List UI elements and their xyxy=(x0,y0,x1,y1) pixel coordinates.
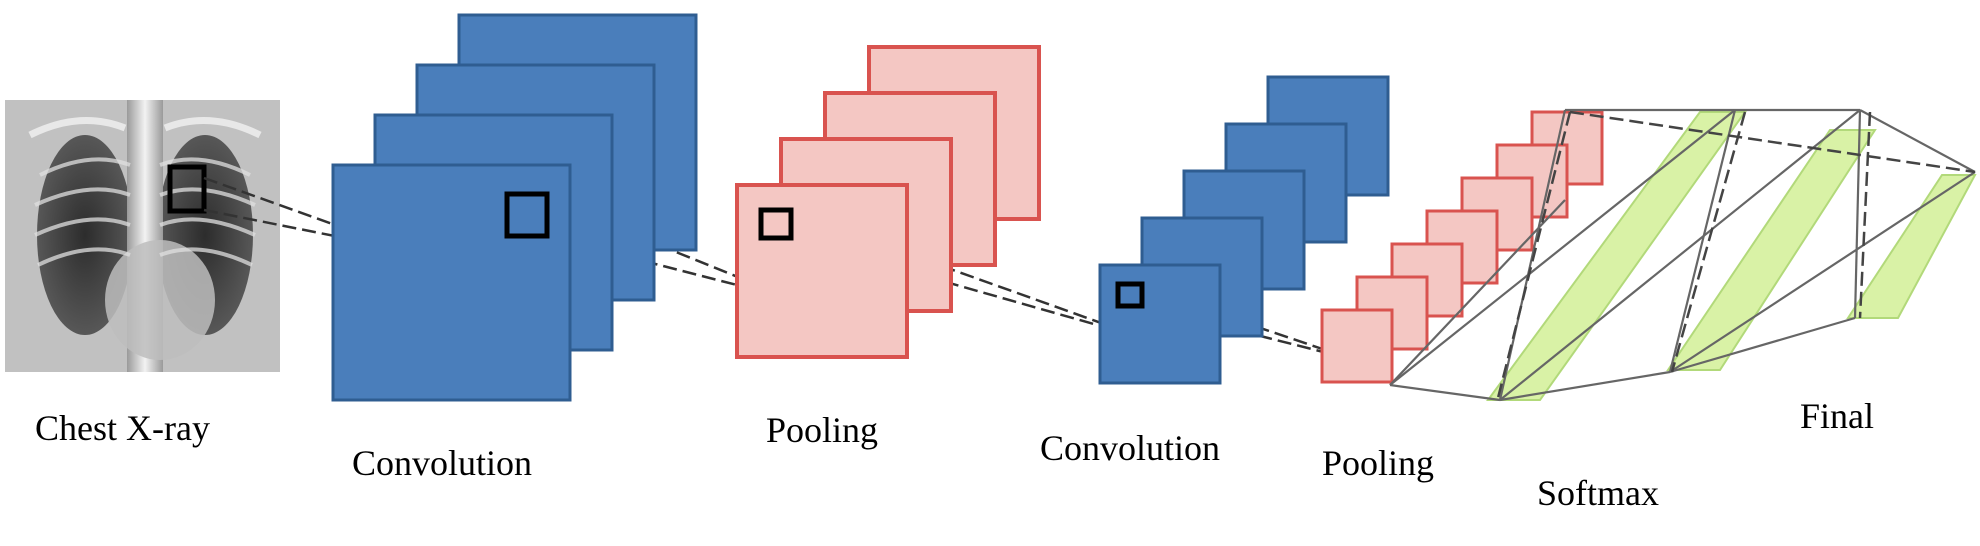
dense-line-11 xyxy=(1389,199,1566,386)
pooling-1-stack xyxy=(735,45,1041,359)
connector-line-1 xyxy=(203,176,406,252)
pooling-2-stack xyxy=(1320,110,1604,384)
convolution-2-map-1 xyxy=(1098,263,1222,385)
dense-dashed-line-3 xyxy=(1858,111,1872,319)
convolution-1-stack xyxy=(331,13,698,402)
receptive-field-box-conv2 xyxy=(1115,281,1145,309)
dense-line-5 xyxy=(1668,109,1737,373)
dense-line-6 xyxy=(1853,109,1862,319)
pooling-1-map-1 xyxy=(735,183,909,359)
softmax-dense-layers xyxy=(1389,108,1977,402)
dense-connections xyxy=(1389,108,1976,402)
label-chest-xray: Chest X-ray xyxy=(35,408,210,448)
receptive-field-box-conv1 xyxy=(504,191,550,239)
dense-dashed-connections xyxy=(1496,110,1976,399)
label-softmax: Softmax xyxy=(1537,473,1659,513)
dense-line-10 xyxy=(1389,109,1736,386)
dense-line-3 xyxy=(1859,109,1976,173)
pooling-2-map-1 xyxy=(1320,308,1394,384)
chest-xray-image xyxy=(5,100,280,372)
dense-dashed-line-4 xyxy=(1569,110,1976,174)
receptive-field-box-input xyxy=(167,164,207,214)
dense-line-9 xyxy=(1389,383,1501,402)
final-bar xyxy=(1846,174,1977,319)
label-convolution-2: Convolution xyxy=(1040,428,1220,468)
dense-line-7 xyxy=(1499,370,1671,402)
convolution-2-stack xyxy=(1098,75,1390,385)
label-final: Final xyxy=(1800,396,1874,436)
label-convolution-1: Convolution xyxy=(352,443,532,483)
dense-line-13 xyxy=(1669,171,1976,373)
receptive-field-box-pool1 xyxy=(758,207,794,241)
dense-line-12 xyxy=(1499,109,1861,401)
dense-dashed-line-2 xyxy=(1670,111,1747,373)
dense-dashed-line-1 xyxy=(1496,111,1572,399)
dense-line-8 xyxy=(1669,316,1856,374)
label-pooling-2: Pooling xyxy=(1322,443,1434,483)
softmax-bar-2 xyxy=(1666,129,1877,371)
convolution-1-map-1 xyxy=(331,163,572,402)
label-pooling-1: Pooling xyxy=(766,410,878,450)
